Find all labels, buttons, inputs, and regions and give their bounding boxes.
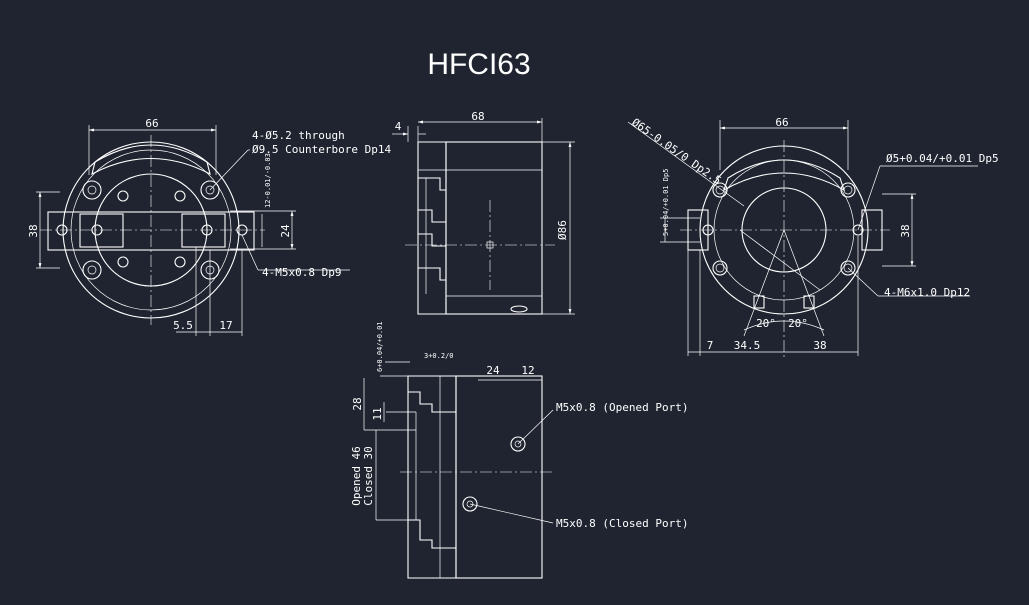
side-length-dim: 68 (471, 110, 484, 123)
bottom-view: M5x0.8 (Opened Port) M5x0.8 (Closed Port… (350, 321, 688, 579)
front-offset-dim: 5.5 (173, 319, 193, 332)
rear-width-dim: 66 (775, 116, 788, 129)
side-lip-dim: 4 (395, 120, 402, 133)
bottom-tol-a: 6+0.04/+0.01 (376, 321, 384, 372)
bottom-dim-11: 11 (371, 407, 384, 420)
rear-thread-note: 4-M6x1.0 Dp12 (884, 286, 970, 299)
rear-angle-right: 20° (788, 317, 808, 330)
rear-pin-note-left: 5+0.04/+0.01 Dp5 (662, 169, 670, 236)
rear-dim-c: 38 (813, 339, 826, 352)
front-hole-note-1: 4-Ø5.2 through (252, 129, 345, 142)
front-height-dim: 38 (27, 224, 40, 237)
rear-height-dim: 38 (899, 224, 912, 237)
opened-port-label: M5x0.8 (Opened Port) (556, 401, 688, 414)
bottom-opened-label: Opened 46 (350, 446, 363, 506)
bottom-tol-b: 3+0.2/0 (424, 352, 454, 360)
closed-port-label: M5x0.8 (Closed Port) (556, 517, 688, 530)
front-slot-dim: 24 (279, 224, 292, 238)
rear-pin-note: Ø5+0.04/+0.01 Dp5 (886, 152, 999, 165)
front-view: 66 38 4-Ø5.2 through Ø9.5 Counterbore Dp… (27, 117, 391, 336)
bottom-dim-24: 24 (486, 364, 500, 377)
page-title: HFCI63 (427, 48, 530, 81)
bottom-closed-label: Closed 30 (362, 446, 375, 506)
rear-view: 66 Ø65-0.05/0 Dp2.5 Ø5+0.04/+0.01 Dp5 5+… (627, 116, 999, 360)
side-view: 68 4 Ø86 (392, 110, 575, 315)
front-slot-tol: 12-0.01/-0.03 (264, 153, 272, 208)
rear-dim-a: 7 (707, 339, 714, 352)
front-width-dim: 66 (145, 117, 158, 130)
rear-angle-left: 20° (756, 317, 776, 330)
front-thread-note: 4-M5x0.8 Dp9 (262, 266, 341, 279)
rear-dim-b: 34.5 (734, 339, 761, 352)
rear-spigot-note: Ø65-0.05/0 Dp2.5 (629, 116, 723, 187)
front-jaw-dim: 17 (219, 319, 232, 332)
bottom-dim-28: 28 (351, 397, 364, 410)
side-diameter-dim: Ø86 (556, 220, 569, 240)
bottom-dim-12: 12 (521, 364, 534, 377)
front-hole-note-2: Ø9.5 Counterbore Dp14 (252, 143, 391, 156)
